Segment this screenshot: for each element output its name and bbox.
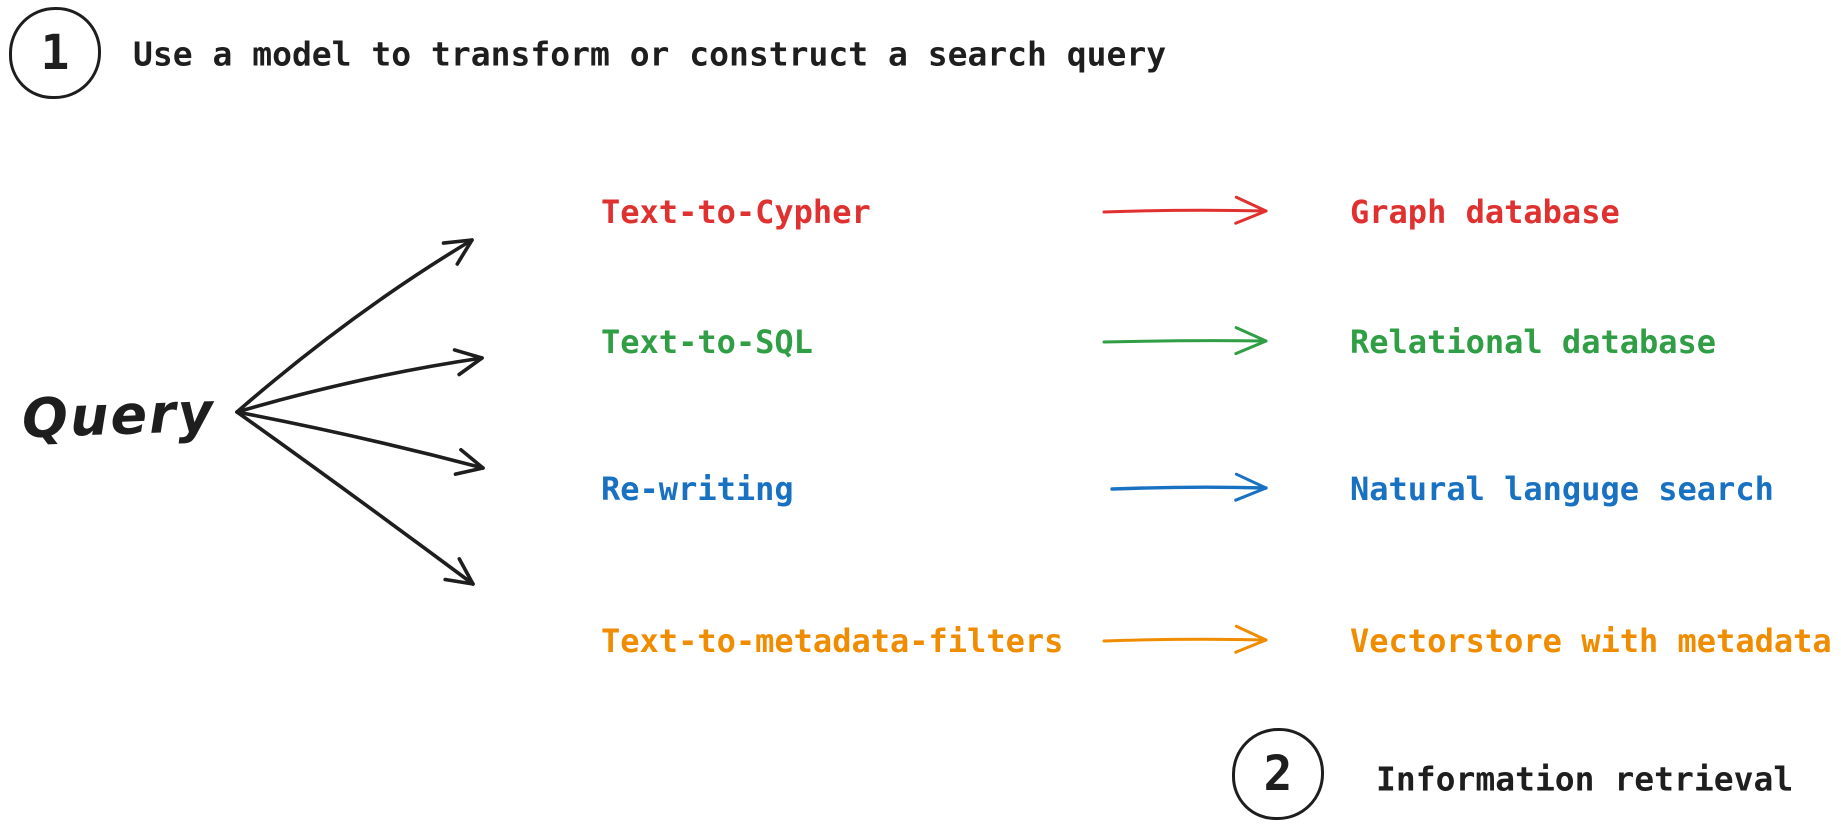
target-label-relational-database: Relational database xyxy=(1350,323,1717,361)
target-label-graph-database: Graph database xyxy=(1350,193,1620,231)
query-fan-arrow-3 xyxy=(235,410,485,476)
row-arrow-re-writing xyxy=(1110,472,1268,502)
row-arrow-text-to-sql xyxy=(1102,326,1268,356)
row-arrow-text-to-cypher xyxy=(1102,195,1268,225)
row-arrow-text-to-metadata-filters xyxy=(1102,624,1268,654)
query-fan-arrow-1 xyxy=(235,238,474,414)
query-fan-arrow-4 xyxy=(235,410,475,586)
target-label-natural-languge-search: Natural languge search xyxy=(1350,470,1774,508)
step-1-number: 1 xyxy=(40,25,70,81)
step-2-title: Information retrieval xyxy=(1376,759,1794,799)
step-2-number: 2 xyxy=(1263,746,1293,802)
query-fan-arrow-2 xyxy=(235,348,484,414)
target-label-vectorstore-with-metadata: Vectorstore with metadata xyxy=(1350,622,1832,660)
method-label-text-to-cypher: Text-to-Cypher xyxy=(601,193,871,231)
method-label-text-to-sql: Text-to-SQL xyxy=(601,323,813,361)
step-1-circle: 1 xyxy=(9,7,101,99)
step-2-circle: 2 xyxy=(1232,728,1324,820)
method-label-re-writing: Re-writing xyxy=(601,470,794,508)
step-1-title: Use a model to transform or construct a … xyxy=(133,34,1167,74)
method-label-text-to-metadata-filters: Text-to-metadata-filters xyxy=(601,622,1064,660)
